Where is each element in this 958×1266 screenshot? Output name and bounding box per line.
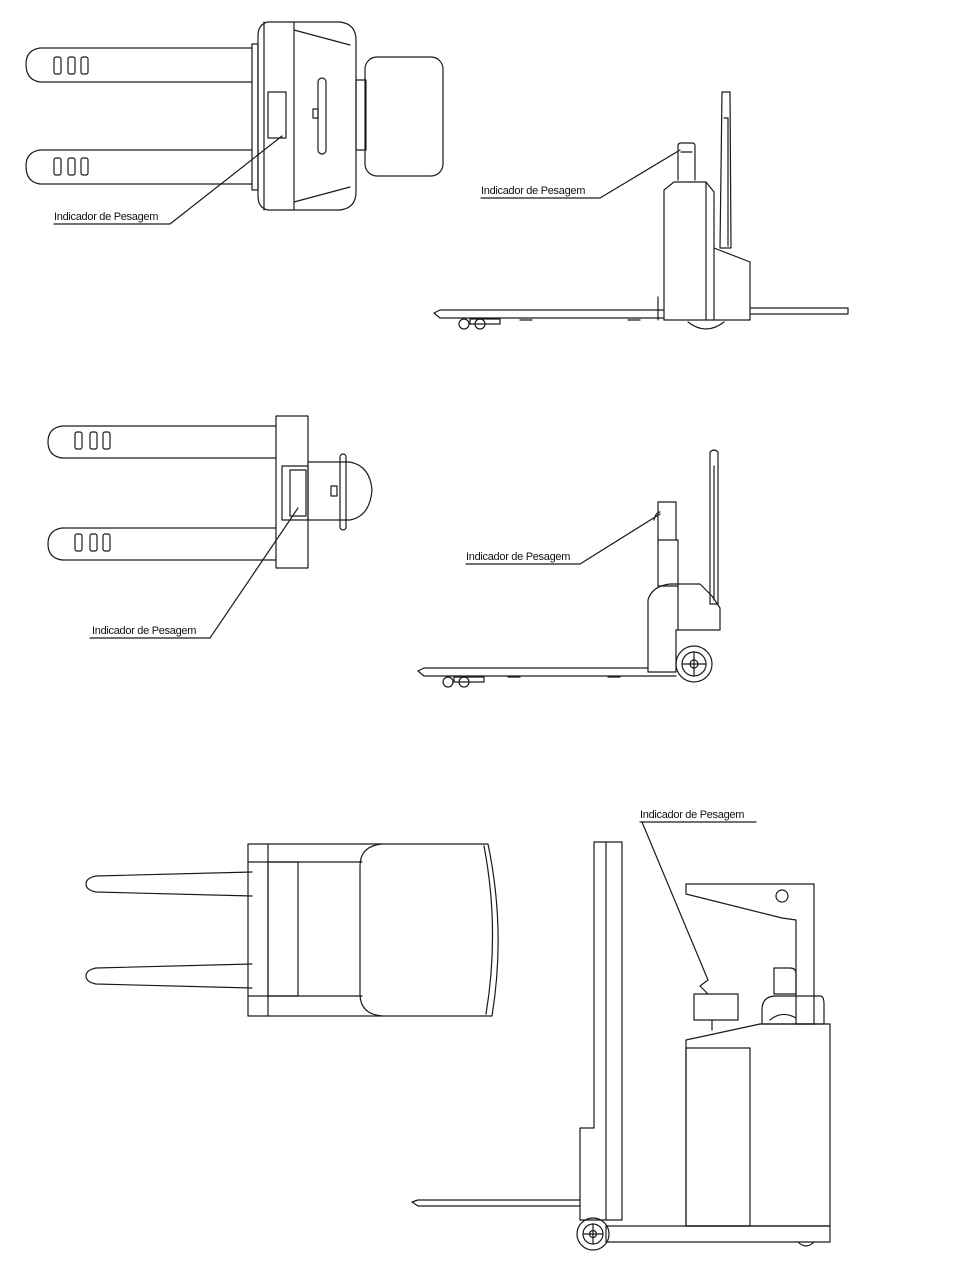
weighing-indicator-box (693, 993, 739, 1021)
fork-lower (85, 963, 253, 989)
body-side (685, 1023, 831, 1227)
fork-upper (47, 425, 277, 459)
view-4-side-stacker: Indicador de Pesagem (417, 449, 721, 688)
weighing-indicator-box (289, 469, 307, 517)
fork-lower (25, 149, 253, 185)
label-weighing-indicator: Indicador de Pesagem (481, 185, 585, 197)
label-weighing-indicator: Indicador de Pesagem (640, 809, 744, 821)
view-6-side-reach-truck: Indicador de Pesagem (411, 809, 831, 1251)
drive-wheel (675, 645, 713, 683)
body-side (663, 181, 751, 321)
mast (579, 841, 623, 1221)
chassis-left (247, 843, 269, 1017)
front-wheel (576, 1217, 610, 1251)
fork-upper (85, 871, 253, 897)
view-3-top-stacker: Indicador de Pesagem (47, 415, 373, 639)
label-weighing-indicator: Indicador de Pesagem (466, 551, 570, 563)
body-top (267, 843, 499, 1017)
weighing-indicator-box (267, 91, 287, 139)
view-1-top-pallet-truck: Indicador de Pesagem (25, 21, 444, 225)
battery-cover (364, 56, 444, 177)
base (605, 1225, 831, 1243)
label-weighing-indicator: Indicador de Pesagem (92, 625, 196, 637)
view-2-side-pallet-truck: Indicador de Pesagem (433, 91, 849, 330)
leader-line (53, 135, 283, 225)
fork-lower (47, 527, 277, 561)
chassis (275, 415, 309, 569)
fork-upper (25, 47, 253, 83)
weighing-indicator-box (267, 861, 299, 997)
body-top (307, 461, 373, 521)
overhead-guard (685, 883, 815, 1025)
body-outline (257, 21, 357, 211)
label-weighing-indicator: Indicador de Pesagem (54, 211, 158, 223)
body-side (647, 583, 721, 673)
view-5-top-reach-truck (85, 843, 499, 1017)
